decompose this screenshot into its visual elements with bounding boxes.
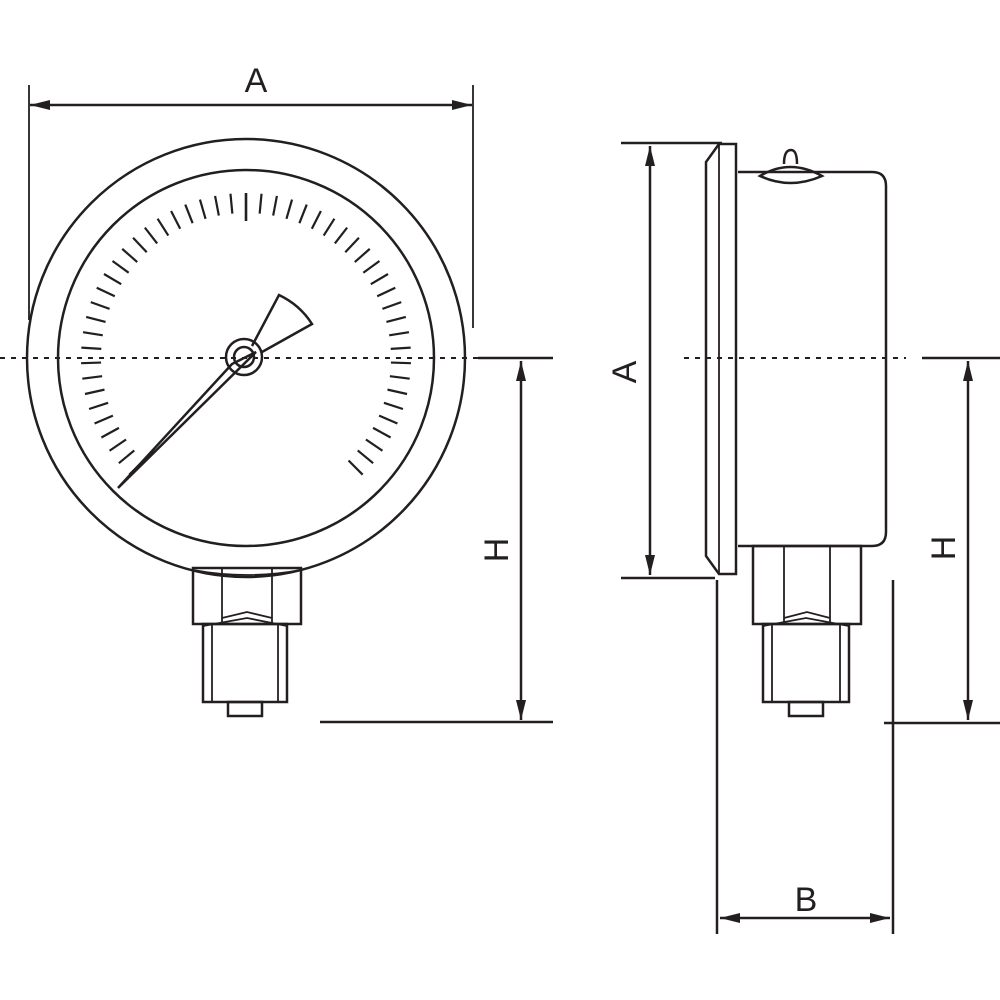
dial-minor-tick: [84, 388, 105, 396]
front-dimension-a-label: A: [245, 62, 268, 100]
gauge-pointer: [117, 293, 314, 489]
dial-minor-tick: [365, 438, 384, 452]
vent-plug: [757, 148, 825, 185]
dial-minor-tick: [370, 273, 389, 286]
dial-minor-tick: [376, 286, 396, 298]
front-dimension-h: H: [320, 361, 553, 724]
dial-minor-tick: [96, 286, 116, 298]
dial-minor-tick: [82, 375, 103, 380]
dial-minor-tick: [85, 315, 106, 324]
dial-major-tick: [383, 401, 404, 411]
side-dimension-h: H: [884, 361, 1000, 725]
dial-minor-tick: [100, 426, 120, 439]
dial-minor-tick: [229, 193, 234, 214]
front-connection-socket: [191, 566, 303, 718]
dial-minor-tick: [156, 218, 170, 237]
side-dimension-h-label: H: [925, 536, 963, 561]
dial-major-tick: [362, 260, 381, 274]
dial-minor-tick: [121, 248, 138, 263]
dial-minor-tick: [387, 388, 408, 396]
side-view: A H B: [606, 141, 1000, 934]
dial-major-tick: [389, 331, 410, 337]
dial-major-tick: [347, 459, 364, 476]
dial-minor-tick: [344, 236, 360, 254]
side-dimension-b-label: B: [795, 881, 818, 919]
dial-major-tick: [82, 331, 103, 337]
dial-minor-tick: [214, 195, 220, 216]
front-view: A H: [0, 62, 553, 724]
dial-minor-tick: [390, 361, 411, 365]
dial-minor-tick: [103, 273, 122, 286]
front-dimension-a: A: [28, 62, 474, 328]
side-dimension-a-label: A: [606, 360, 644, 383]
dial-minor-tick: [132, 236, 148, 254]
dial-minor-tick: [118, 449, 135, 465]
dial-minor-tick: [94, 414, 114, 425]
dial-major-tick: [170, 210, 182, 230]
dial-minor-tick: [90, 301, 110, 310]
dial-scale-ticks: [81, 193, 411, 476]
dial-minor-tick: [184, 204, 194, 224]
front-dimension-h-label: H: [478, 538, 516, 563]
dial-minor-tick: [81, 361, 102, 365]
dial-minor-tick: [354, 248, 371, 263]
side-connection-socket: [751, 544, 863, 718]
side-dimension-a: A: [606, 141, 722, 580]
dial-minor-tick: [272, 195, 278, 216]
dial-major-tick: [111, 260, 130, 274]
dial-minor-tick: [378, 414, 398, 425]
dial-minor-tick: [144, 226, 158, 245]
dial-minor-tick: [389, 375, 410, 380]
dial-minor-tick: [108, 438, 127, 452]
dial-minor-tick: [357, 449, 374, 465]
dial-minor-tick: [198, 199, 207, 220]
dial-minor-tick: [386, 315, 407, 324]
dial-minor-tick: [334, 226, 348, 245]
dial-minor-tick: [298, 204, 308, 224]
dial-minor-tick: [372, 426, 392, 439]
dial-minor-tick: [81, 346, 102, 350]
side-dimension-b: B: [715, 580, 895, 934]
dial-minor-tick: [390, 346, 411, 350]
dial-minor-tick: [258, 193, 263, 214]
dial-minor-tick: [322, 218, 336, 237]
dial-major-tick: [88, 401, 109, 411]
dial-minor-tick: [382, 301, 402, 310]
dial-minor-tick: [285, 199, 294, 220]
dial-major-tick: [310, 210, 322, 230]
